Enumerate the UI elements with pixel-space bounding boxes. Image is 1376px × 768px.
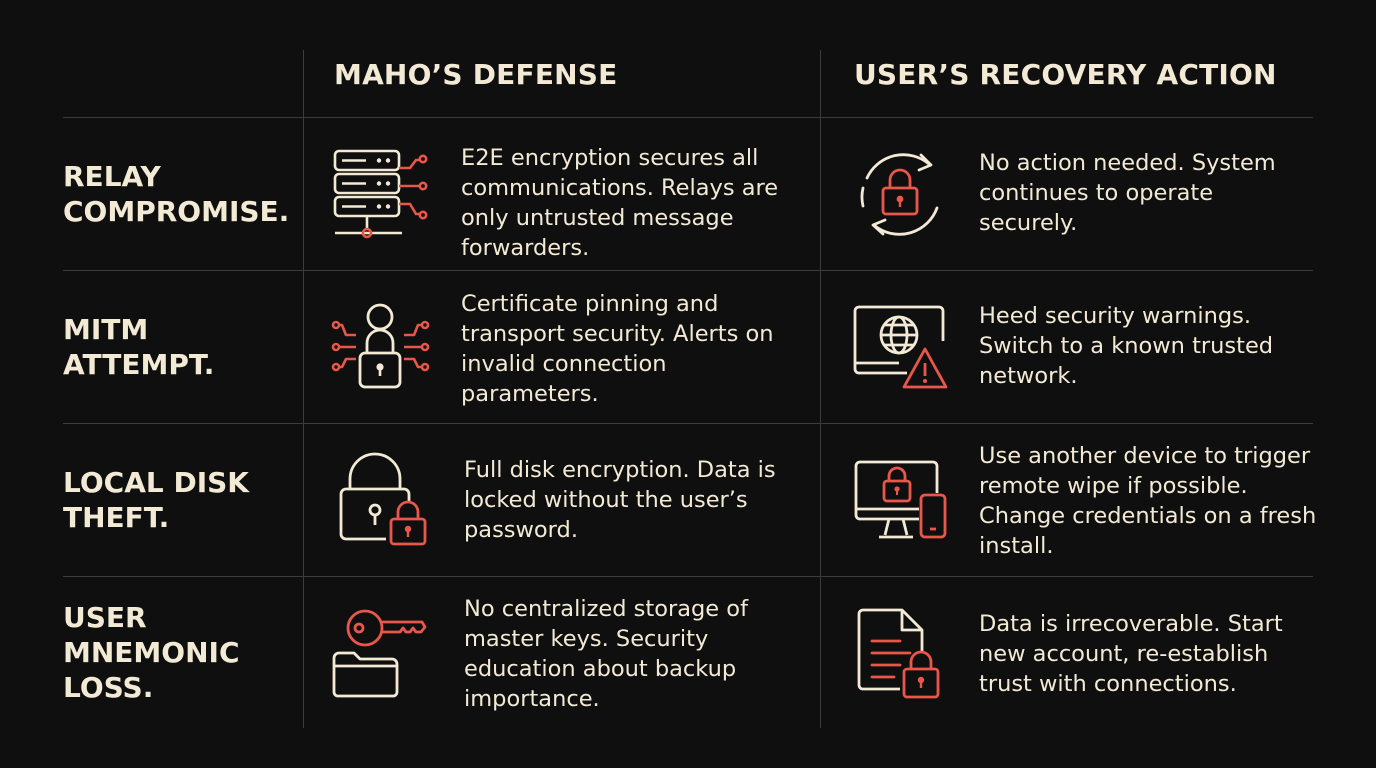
- recovery-text-disk: Use another device to trigger remote wip…: [979, 443, 1317, 559]
- server-stack-icon: [332, 148, 432, 240]
- column-divider: [820, 50, 821, 728]
- header-recovery: USER’S RECOVERY ACTION: [854, 58, 1277, 91]
- row-divider: [63, 576, 1313, 577]
- row-label-mnemonic-loss: USER MNEMONIC LOSS.: [63, 601, 240, 704]
- header-defense: MAHO’S DEFENSE: [334, 58, 618, 91]
- row-divider: [63, 117, 1313, 118]
- defense-text-mitm: Certificate pinning and transport securi…: [461, 291, 774, 407]
- globe-warning-monitor-icon: [853, 303, 953, 393]
- row-divider: [63, 270, 1313, 271]
- row-label-local-disk-theft: LOCAL DISK THEFT.: [63, 466, 249, 534]
- user-lock-circuit-icon: [331, 303, 430, 393]
- recovery-text-mnemonic: Data is irrecoverable. Start new account…: [979, 611, 1283, 697]
- recovery-text-mitm: Heed security warnings. Switch to a know…: [979, 303, 1274, 389]
- defense-text-relay: E2E encryption secures all communication…: [461, 145, 779, 261]
- monitor-phone-lock-icon: [853, 459, 949, 541]
- padlock-icon: [338, 452, 430, 547]
- recovery-text-relay: No action needed. System continues to op…: [979, 150, 1276, 236]
- row-label-relay-compromise: RELAY COMPROMISE.: [63, 160, 290, 228]
- row-label-mitm-attempt: MITM ATTEMPT.: [63, 313, 215, 381]
- key-folder-icon: [332, 606, 428, 698]
- column-divider: [303, 50, 304, 728]
- defense-text-mnemonic: No centralized storage of master keys. S…: [464, 596, 748, 712]
- lock-refresh-icon: [853, 148, 949, 240]
- document-lock-icon: [856, 607, 946, 701]
- defense-text-disk: Full disk encryption. Data is locked wit…: [464, 457, 776, 543]
- row-divider: [63, 423, 1313, 424]
